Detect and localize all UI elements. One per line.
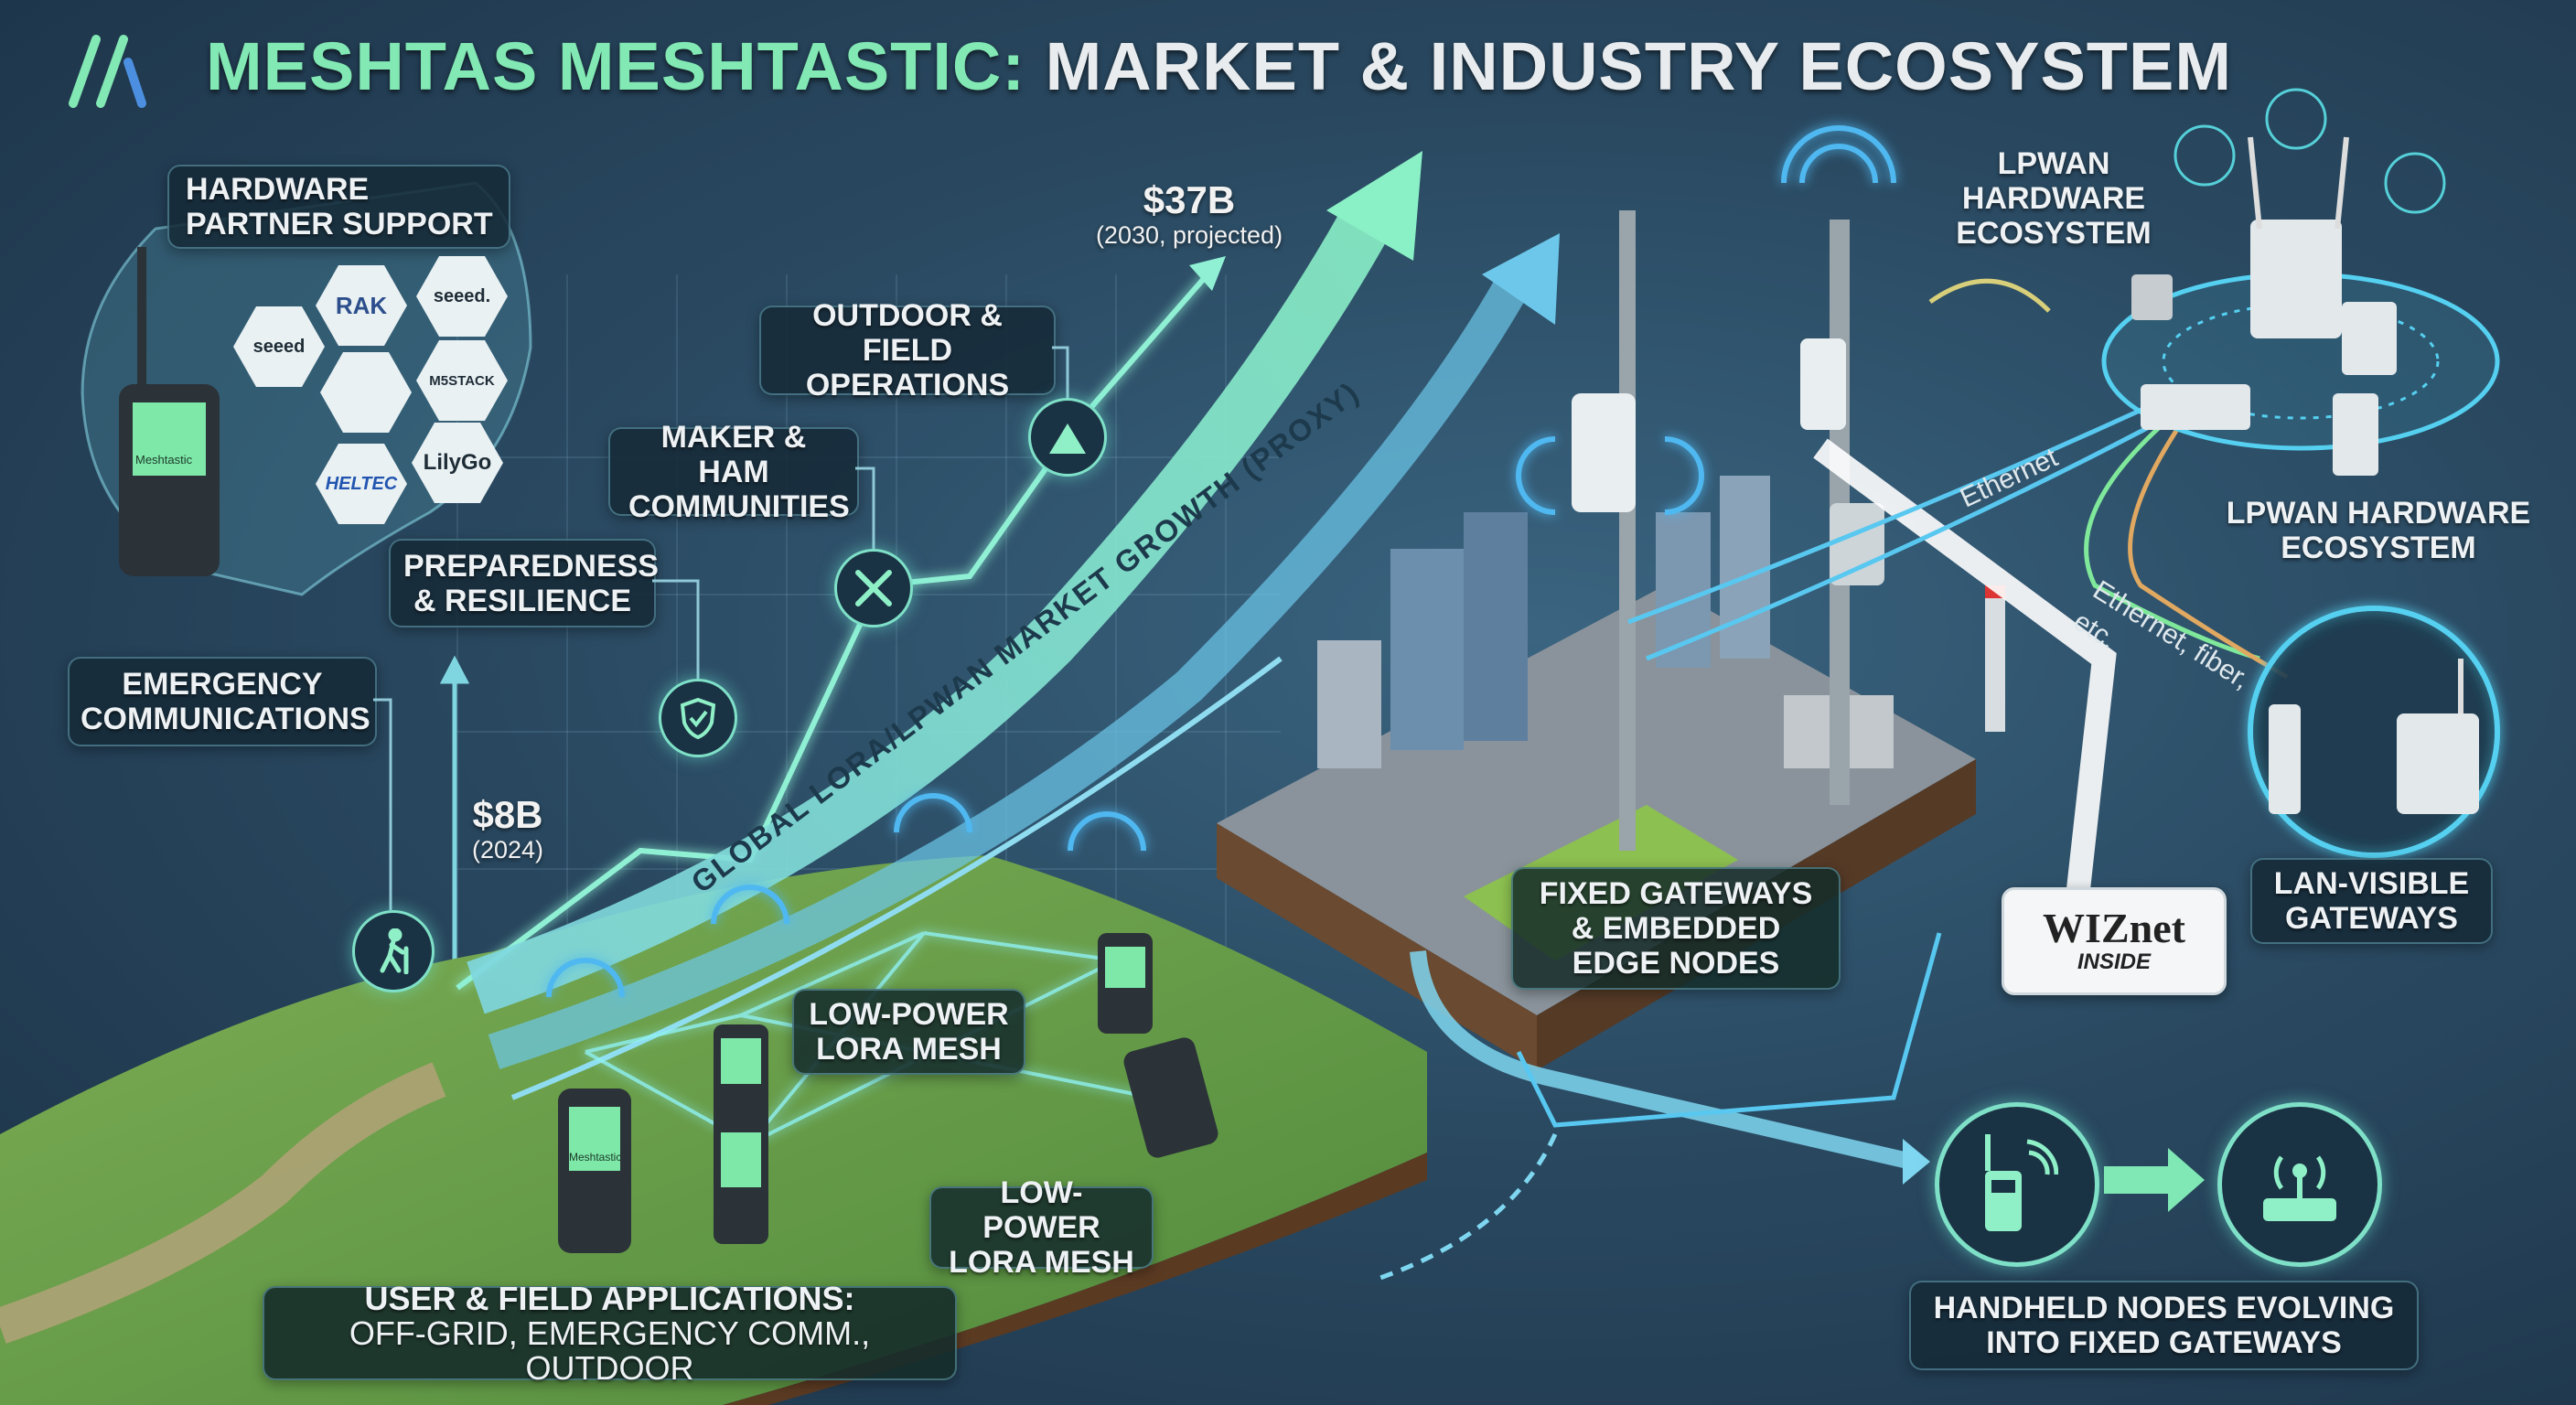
handheld-radio-icon [1935,1102,2099,1267]
growth-arrow-main [467,197,1397,1014]
title-accent: MESHTAS MESHTASTIC: [206,28,1026,104]
meshtastic-logo [69,35,146,108]
lpwan-router-cluster [2101,88,2500,476]
evolution-label: HANDHELD NODES EVOLVING INTO FIXED GATEW… [1909,1281,2419,1370]
mesh-label-1: LOW-POWER LORA MESH [792,989,1025,1075]
lpwan-top-label: LPWAN HARDWARE ECOSYSTEM [1956,146,2152,251]
market-start-value: $8B (2024) [471,793,544,864]
radio-screen-text: Meshtastic [135,453,193,467]
use-case-emergency: EMERGENCY COMMUNICATIONS [68,657,377,746]
y-axis-arrow [439,655,470,970]
use-case-maker-ham: MAKER & HAM COMMUNITIES [608,420,859,524]
mesh-label-2: LOW-POWER LORA MESH [929,1175,1154,1280]
network-links [1371,278,2289,1283]
growth-arrow-head [1326,151,1422,261]
lpwan-label: LPWAN HARDWARE ECOSYSTEM [2226,496,2531,565]
shield-check-icon [659,679,737,757]
fixed-gateways-label: FIXED GATEWAYS & EMBEDDED EDGE NODES [1511,867,1841,990]
title-rest: MARKET & INDUSTRY ECOSYSTEM [1045,28,2233,104]
field-applications-label: USER & FIELD APPLICATIONS: OFF-GRID, EME… [263,1281,957,1385]
trail [0,1062,446,1344]
page-title: MESHTAS MESHTASTIC: MARKET & INDUSTRY EC… [206,27,2232,105]
lan-visible-gateways-graphic [2248,606,2500,858]
use-case-outdoor: OUTDOOR & FIELD OPERATIONS [759,298,1056,402]
signal-waves [546,125,1896,998]
use-case-preparedness: PREPAREDNESS & RESILIENCE [389,539,659,627]
hiker-icon [352,910,435,992]
tools-icon [834,549,913,627]
lan-visible-label: LAN-VISIBLE GATEWAYS [2250,858,2493,944]
mesh-radios [119,247,1218,1253]
mountain-icon [1028,398,1107,477]
wiznet-badge: WIZnet INSIDE [2002,887,2227,995]
hardware-partner-label: HARDWARE PARTNER SUPPORT [167,165,510,249]
gateway-router-icon [2217,1102,2382,1267]
device-screen-text: Meshtastic [569,1151,622,1164]
market-end-value: $37B (2030, projected) [1095,178,1283,250]
